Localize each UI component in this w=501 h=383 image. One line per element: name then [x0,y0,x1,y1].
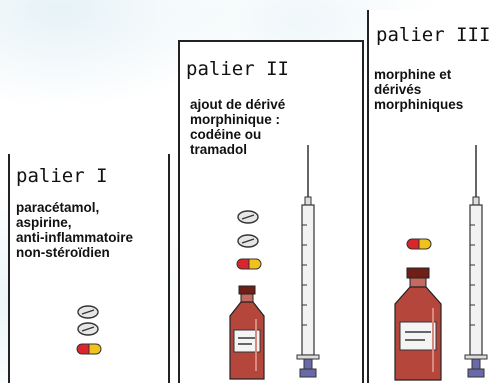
step-2-line: morphinique : [190,112,285,127]
step-3-description: morphine et dérivés morphiniques [374,67,463,112]
step-2-line: tramadol [190,142,285,157]
step-1-line: anti-inflammatoire [16,230,133,245]
step-1-line: non-stéroïdien [16,245,133,260]
step-3-line: dérivés [374,82,463,97]
tablet-icon [237,210,259,224]
step-3-line: morphine et [374,67,463,82]
syringe-icon [296,145,320,381]
capsule-icon [236,258,262,270]
step-2-title: palier II [186,58,289,80]
tablet-icon [77,322,99,336]
step-2-line: codéine ou [190,127,285,142]
step-2-panel [178,40,364,383]
tablet-icon [237,234,259,248]
step-1-title: palier I [16,165,108,187]
capsule-icon [406,238,432,250]
step-1-line: aspirine, [16,215,133,230]
capsule-icon [76,343,102,355]
step-3-title: palier III [376,24,490,46]
step-2-line: ajout de dérivé [190,97,285,112]
step-1-description: paracétamol, aspirine, anti-inflammatoir… [16,200,133,260]
tablet-icon [77,305,99,319]
syringe-icon [464,145,488,381]
vial-icon [391,268,445,382]
step-3-line: morphiniques [374,97,463,112]
vial-icon [226,286,268,381]
step-1-line: paracétamol, [16,200,133,215]
step-2-description: ajout de dérivé morphinique : codéine ou… [190,97,285,157]
